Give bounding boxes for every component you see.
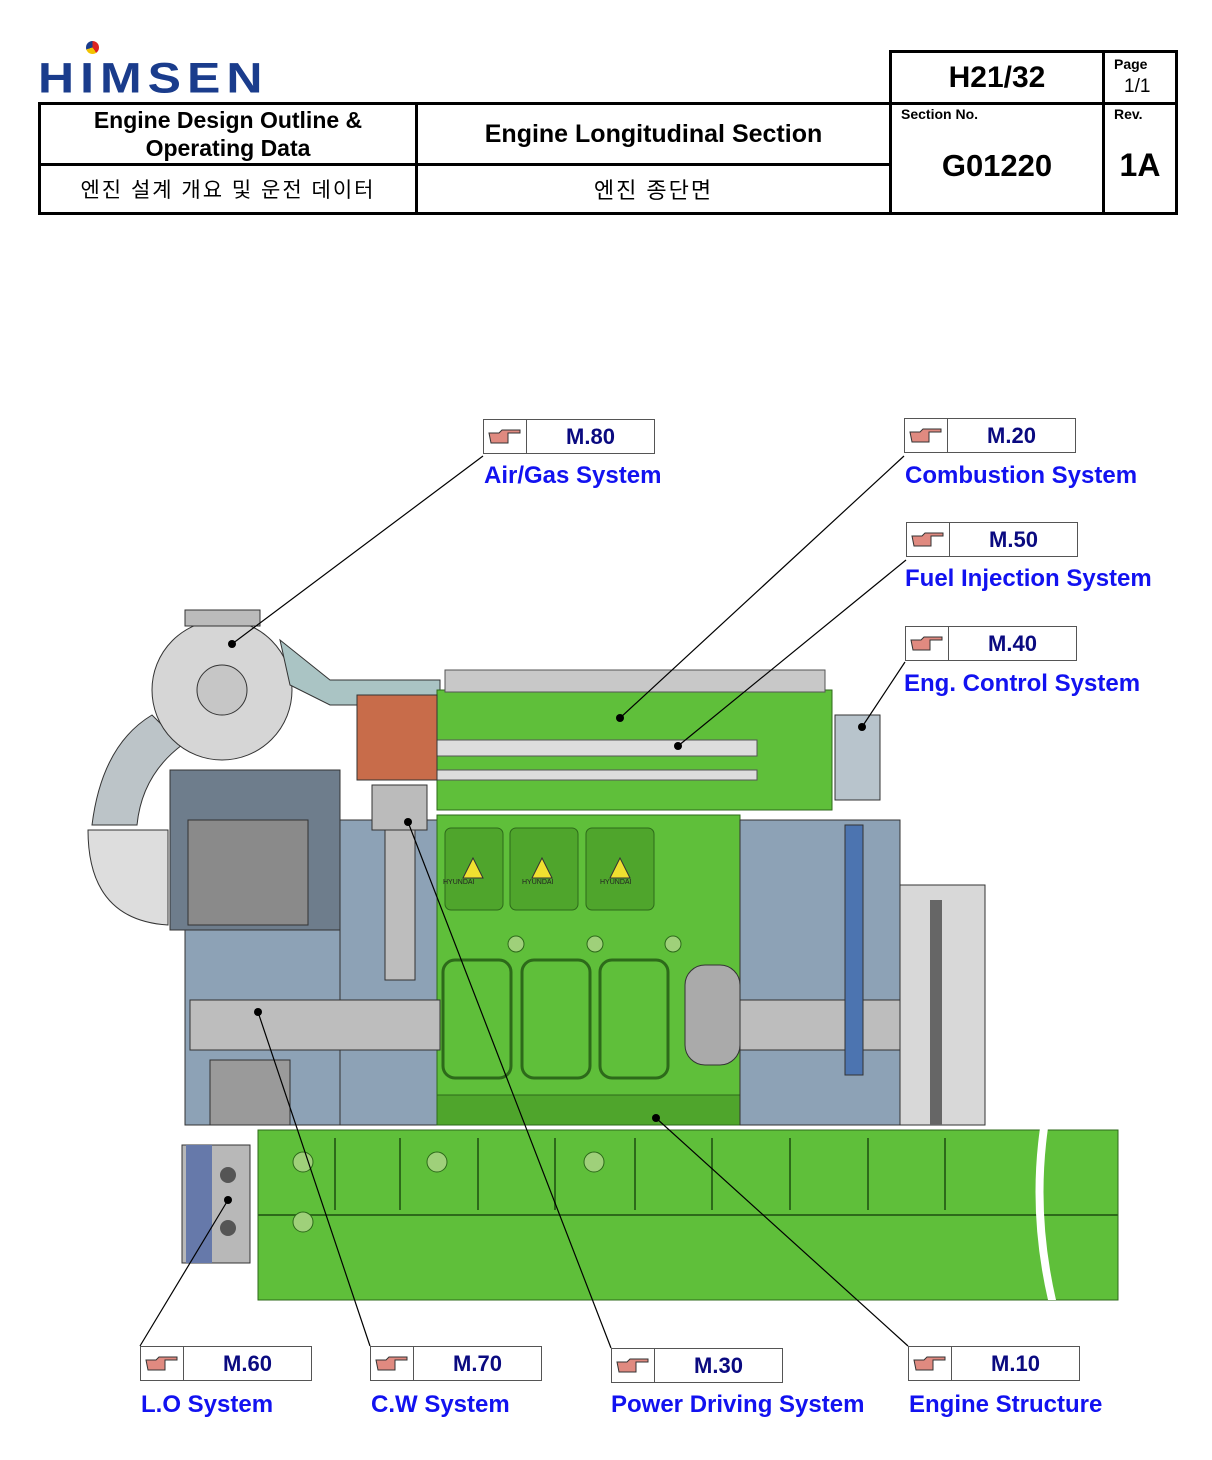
pointing-hand-icon — [907, 523, 950, 556]
system-link-fuel-injection-system[interactable]: Fuel Injection System — [905, 565, 1152, 592]
callout-combustion-system[interactable]: M.20 — [904, 418, 1076, 453]
section-no-label: Section No. — [901, 106, 979, 122]
pointing-hand-icon — [141, 1347, 184, 1380]
section-code: M.60 — [223, 1350, 272, 1376]
callout-eng-control-system[interactable]: M.40 — [905, 626, 1077, 661]
callout-l-o-system[interactable]: M.60 — [140, 1346, 312, 1381]
logo-emblem-icon — [86, 41, 99, 54]
pointing-hand-icon — [612, 1349, 655, 1382]
system-link-air-gas-system[interactable]: Air/Gas System — [484, 462, 662, 489]
pointing-hand-icon — [371, 1347, 414, 1380]
section-code: M.80 — [566, 423, 615, 449]
brand-mark: HYUNDAI — [600, 879, 632, 886]
system-link-eng-control-system[interactable]: Eng. Control System — [904, 670, 1141, 697]
callout-c-w-system[interactable]: M.70 — [370, 1346, 542, 1381]
section-code: M.10 — [991, 1350, 1040, 1376]
section-code: M.70 — [453, 1350, 502, 1376]
callout-power-driving-system[interactable]: M.30 — [611, 1348, 783, 1383]
callout-air-gas-system[interactable]: M.80 — [483, 419, 655, 454]
brand-mark: HYUNDAI — [443, 879, 475, 886]
section-code: M.20 — [987, 422, 1036, 448]
section-code: M.30 — [694, 1352, 743, 1378]
revision: 1A — [1102, 102, 1178, 215]
system-link-engine-structure[interactable]: Engine Structure — [909, 1391, 1103, 1418]
page-value: 1/1 — [1124, 76, 1151, 97]
flywheel — [899, 884, 986, 1126]
system-link-l-o-system[interactable]: L.O System — [141, 1391, 274, 1418]
pointing-hand-icon — [484, 420, 527, 453]
callout-fuel-injection-system[interactable]: M.50 — [906, 522, 1078, 557]
crankshaft — [189, 999, 441, 1051]
pointing-hand-icon — [905, 419, 948, 452]
section-title-ko: 엔진 종단면 — [415, 163, 892, 215]
page-label: Page — [1114, 56, 1148, 72]
system-link-combustion-system[interactable]: Combustion System — [905, 462, 1138, 489]
system-link-c-w-system[interactable]: C.W System — [371, 1391, 510, 1418]
pointing-hand-icon — [909, 1347, 952, 1380]
section-code: M.40 — [988, 630, 1037, 656]
rev-label: Rev. — [1114, 106, 1143, 122]
himsen-logo: HIMSEN — [38, 54, 269, 102]
system-link-power-driving-system[interactable]: Power Driving System — [611, 1391, 865, 1418]
section-code: M.50 — [989, 526, 1038, 552]
callout-engine-structure[interactable]: M.10 — [908, 1346, 1080, 1381]
pointing-hand-icon — [906, 627, 949, 660]
brand-mark: HYUNDAI — [522, 879, 554, 886]
